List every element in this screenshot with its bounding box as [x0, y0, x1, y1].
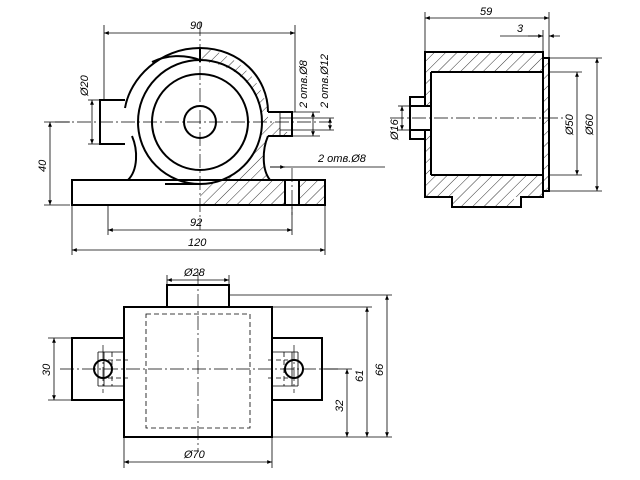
dim-holes-12: 2 отв.Ø12 [319, 54, 331, 109]
dim-base-holes: 2 отв.Ø8 [317, 153, 367, 165]
dim-d60: Ø60 [584, 113, 596, 136]
dim-32: 32 [334, 400, 346, 412]
dim-30: 30 [41, 363, 53, 376]
dim-120: 120 [188, 237, 207, 249]
dim-holes-8: 2 отв.Ø8 [298, 59, 310, 109]
dim-d50: Ø50 [564, 113, 576, 136]
top-view: Ø28 30 32 61 66 Ø70 [41, 267, 392, 468]
dim-66: 66 [374, 363, 386, 376]
dim-61: 61 [354, 370, 366, 382]
dim-d16: Ø16 [389, 118, 401, 141]
dim-59: 59 [480, 6, 492, 18]
side-view: 59 3 Ø16 Ø50 Ø60 [389, 6, 602, 208]
hidden-bore [145, 313, 251, 429]
dim-d70: Ø70 [183, 449, 206, 461]
dim-d28: Ø28 [183, 267, 206, 279]
dim-40: 40 [37, 159, 49, 172]
front-base [71, 179, 326, 206]
dim-3: 3 [517, 23, 524, 35]
dim-d20: Ø20 [79, 74, 91, 97]
front-view: 90 Ø20 2 отв.Ø8 2 отв.Ø12 2 отв.Ø8 40 92 [37, 20, 385, 255]
dim-92: 92 [190, 217, 202, 229]
dim-90: 90 [190, 20, 203, 32]
